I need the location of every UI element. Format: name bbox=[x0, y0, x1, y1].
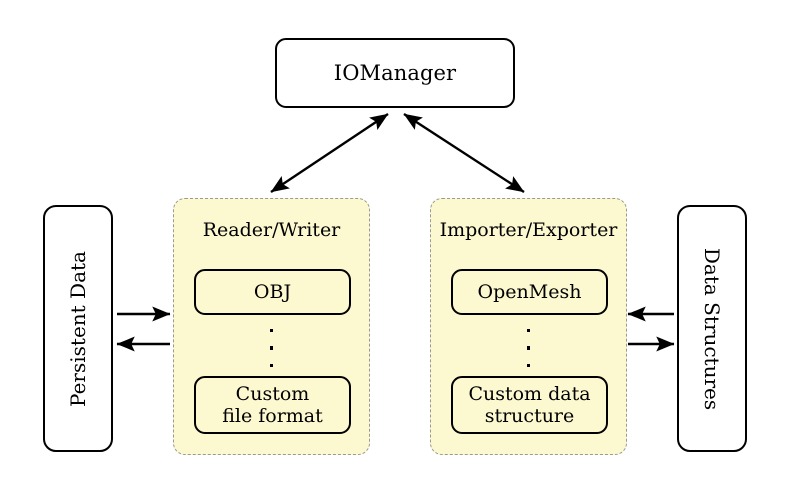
ellipsis-reader-writer bbox=[174, 329, 369, 367]
item-custom-data-structure-label: Custom data structure bbox=[468, 383, 590, 428]
item-custom-data-structure[interactable]: Custom data structure bbox=[451, 376, 608, 434]
ellipsis-importer-exporter bbox=[431, 329, 626, 367]
group-importer-exporter[interactable]: Importer/Exporter OpenMesh Custom data s… bbox=[430, 198, 627, 455]
item-custom-file-format-line1: Custom bbox=[235, 382, 310, 405]
arrow-manager-to-readerwriter bbox=[270, 113, 389, 193]
item-custom-file-format-line2: file format bbox=[222, 405, 323, 427]
node-iomanager-label: IOManager bbox=[333, 61, 457, 85]
group-reader-writer[interactable]: Reader/Writer OBJ Custom file format bbox=[173, 198, 370, 455]
item-openmesh[interactable]: OpenMesh bbox=[451, 269, 608, 315]
item-custom-data-structure-line2: structure bbox=[484, 405, 575, 427]
arrow-manager-to-importerexporter bbox=[403, 112, 525, 194]
node-data-structures[interactable]: Data Structures bbox=[677, 205, 747, 452]
item-custom-file-format-label: Custom file format bbox=[222, 383, 323, 428]
item-openmesh-label: OpenMesh bbox=[477, 280, 582, 303]
item-custom-file-format[interactable]: Custom file format bbox=[194, 376, 351, 434]
item-obj-label: OBJ bbox=[253, 280, 292, 303]
item-custom-data-structure-line1: Custom data bbox=[468, 382, 591, 405]
group-importer-exporter-title: Importer/Exporter bbox=[439, 219, 618, 241]
node-iomanager[interactable]: IOManager bbox=[275, 38, 515, 108]
group-reader-writer-title: Reader/Writer bbox=[202, 219, 341, 241]
node-persistent-data-label: Persistent Data bbox=[66, 250, 91, 407]
item-obj[interactable]: OBJ bbox=[194, 269, 351, 315]
node-persistent-data[interactable]: Persistent Data bbox=[43, 205, 113, 452]
node-data-structures-label: Data Structures bbox=[700, 247, 724, 410]
